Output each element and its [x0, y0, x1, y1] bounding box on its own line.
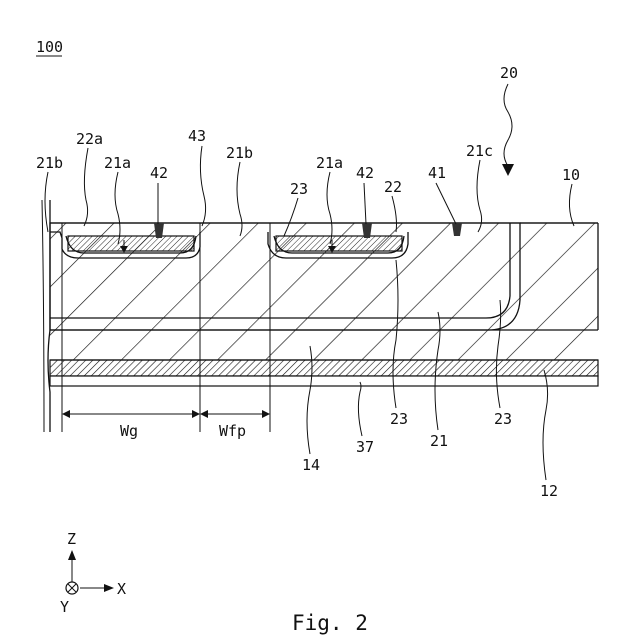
axis-z-label: Z — [67, 530, 76, 548]
layer-12 — [50, 360, 598, 376]
label-14: 14 — [302, 456, 320, 474]
label-22: 22 — [384, 178, 402, 196]
label-42-left: 42 — [150, 164, 168, 182]
label-21b-mid: 21b — [226, 144, 253, 162]
label-12: 12 — [540, 482, 558, 500]
label-22a: 22a — [76, 130, 103, 148]
label-21: 21 — [430, 432, 448, 450]
label-23-top: 23 — [290, 180, 308, 198]
label-wfp: Wfp — [219, 422, 246, 440]
label-37: 37 — [356, 438, 374, 456]
substrate-10 — [520, 223, 598, 330]
axis-x-label: X — [117, 580, 126, 598]
label-21c: 21c — [466, 142, 493, 160]
label-wg: Wg — [120, 422, 138, 440]
left-break-line — [48, 200, 50, 432]
label-41: 41 — [428, 164, 446, 182]
region-21a-left — [68, 236, 194, 251]
layer-14 — [50, 330, 598, 360]
axis-indicator: Z X Y — [60, 530, 126, 616]
label-43: 43 — [188, 127, 206, 145]
region-21a-mid — [276, 236, 402, 251]
figure-caption: Fig. 2 — [292, 611, 368, 635]
device-ref-100: 100 — [36, 38, 63, 56]
label-23-b: 23 — [494, 410, 512, 428]
label-20: 20 — [500, 64, 518, 82]
label-42-mid: 42 — [356, 164, 374, 182]
label-21b-left: 21b — [36, 154, 63, 172]
label-21a-mid: 21a — [316, 154, 343, 172]
axis-y-label: Y — [60, 598, 69, 616]
layer-37 — [50, 376, 598, 386]
label-10: 10 — [562, 166, 580, 184]
label-23-a: 23 — [390, 410, 408, 428]
label-21a-left: 21a — [104, 154, 131, 172]
